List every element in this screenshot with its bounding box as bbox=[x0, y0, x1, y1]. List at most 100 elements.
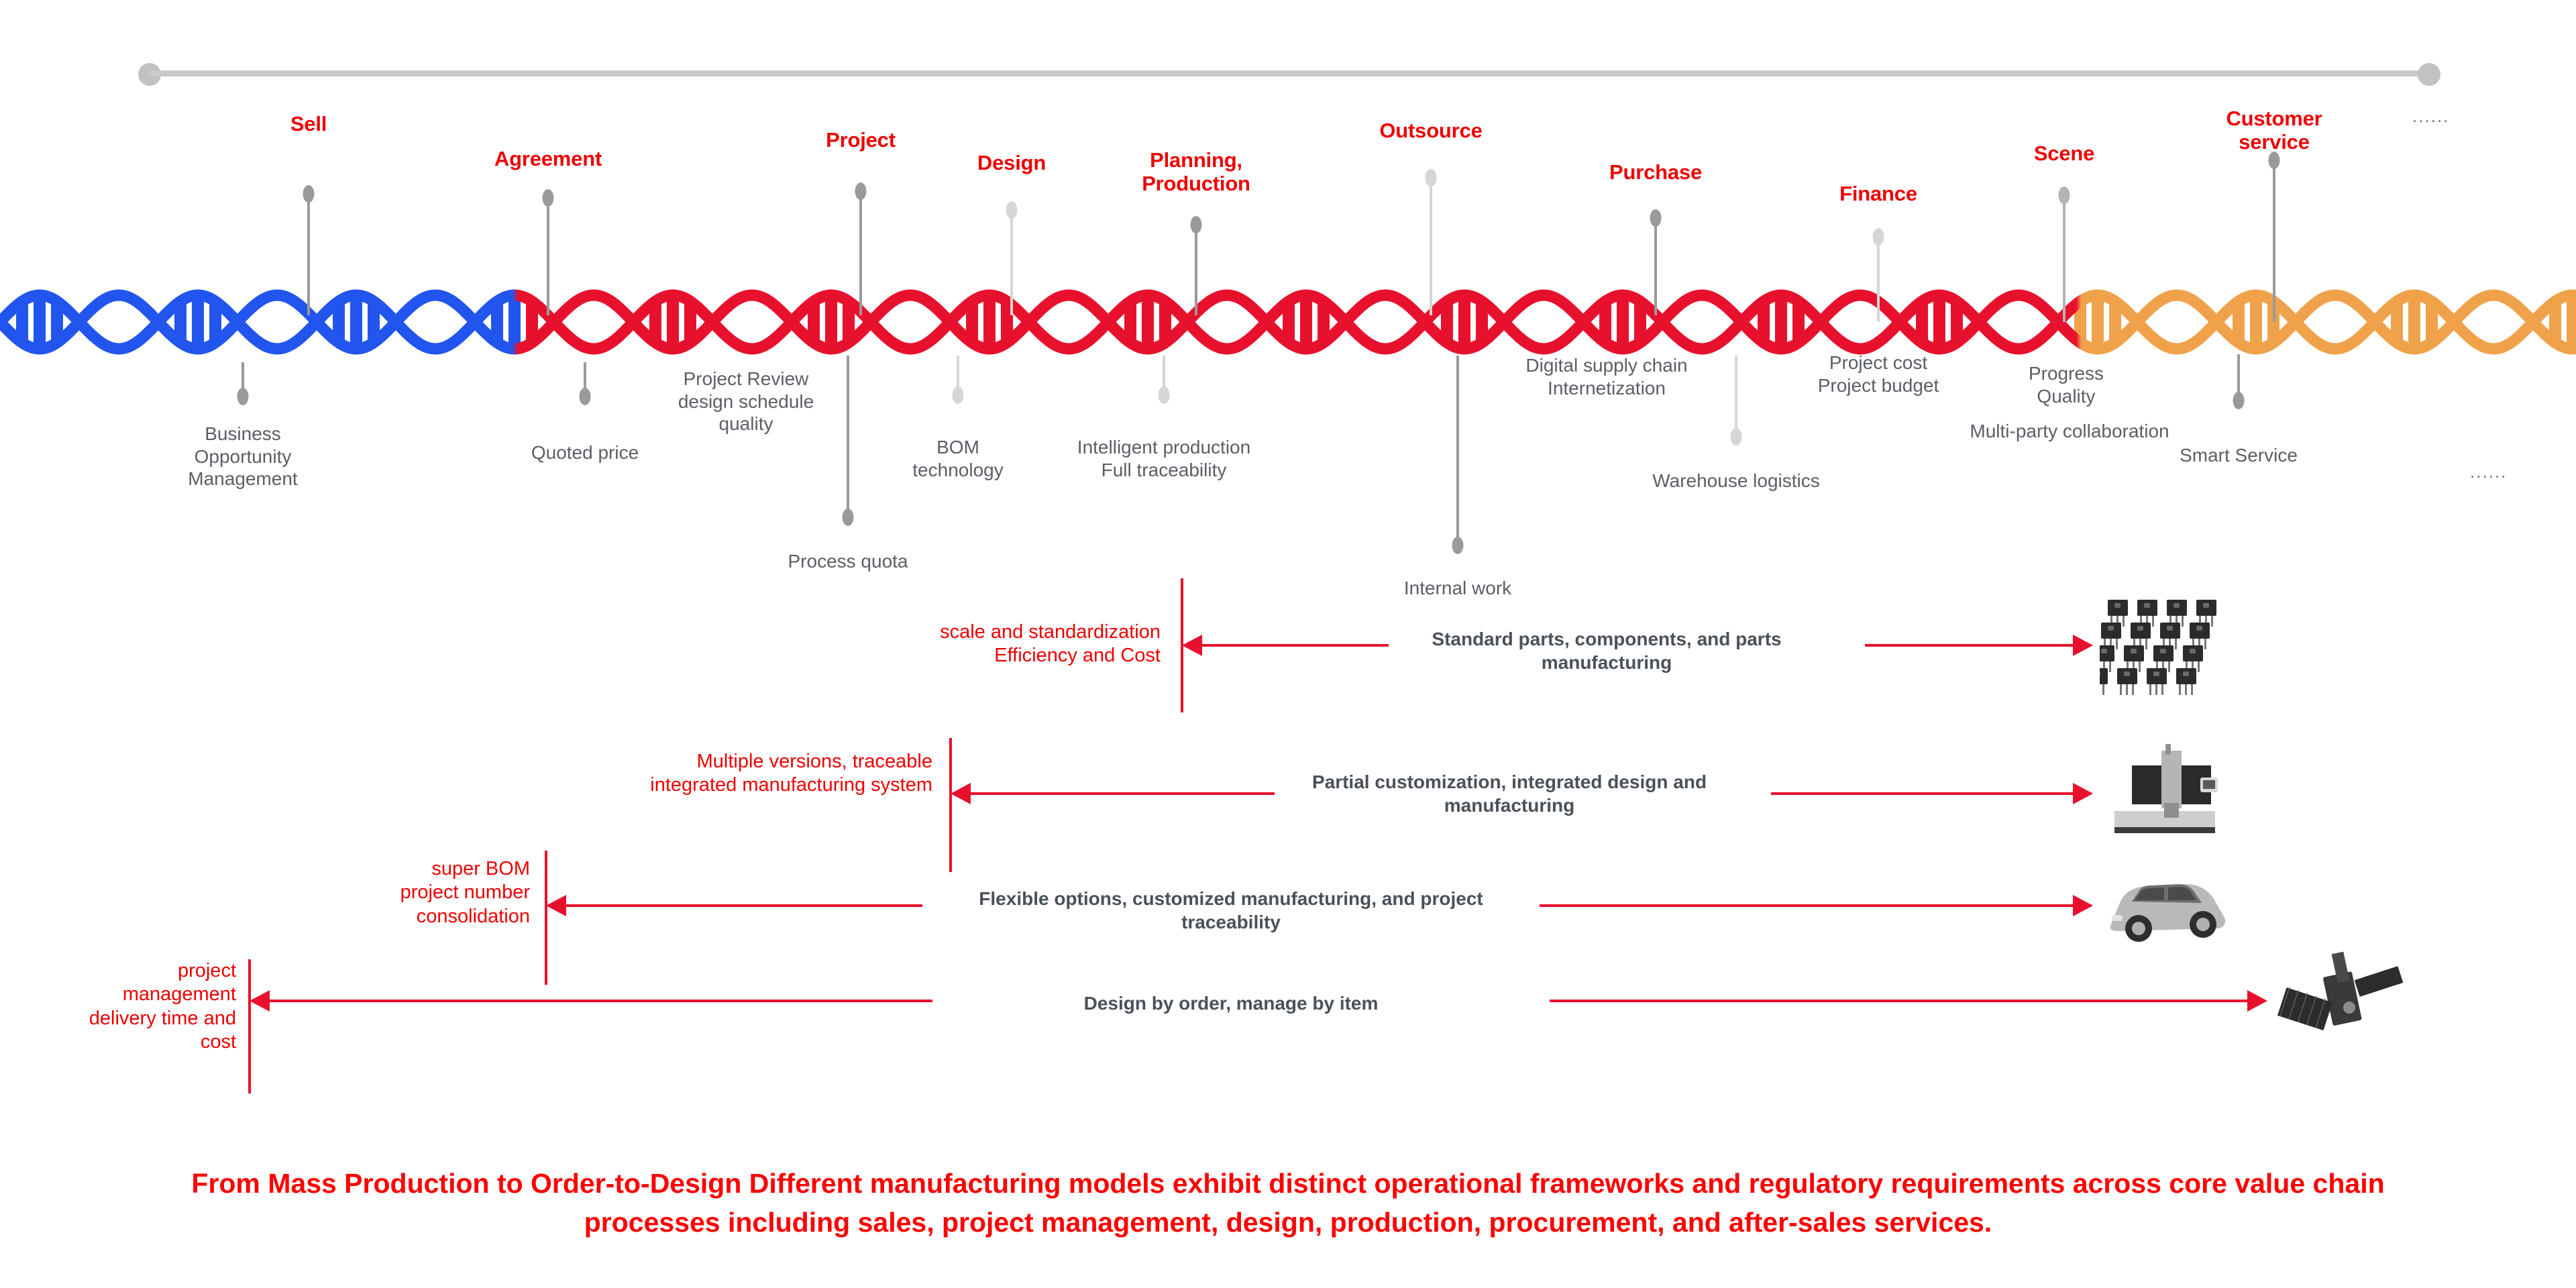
detail-pin-business bbox=[236, 362, 250, 405]
pin-head-icon bbox=[237, 388, 249, 405]
detail-label-digital-supply-chain[interactable]: Digital supply chain Internetization bbox=[1525, 355, 1688, 398]
row-1-center-label[interactable]: Standard parts, components, and parts ma… bbox=[1432, 629, 1782, 673]
detail-label-smart-service[interactable]: Smart Service bbox=[2180, 445, 2298, 466]
rail-line bbox=[149, 70, 2430, 76]
pin-head-icon bbox=[2058, 186, 2070, 204]
detail-label-progress[interactable]: Progress Quality bbox=[2028, 363, 2104, 407]
pin-head-icon bbox=[952, 386, 964, 404]
detail-label-multi-party-collaboration[interactable]: Multi-party collaboration bbox=[1970, 421, 2169, 441]
row-3-left-arrowhead-icon bbox=[546, 895, 566, 916]
pin-head-icon bbox=[1158, 386, 1170, 404]
row-2-left-label[interactable]: Multiple versions, traceable integrated … bbox=[650, 751, 932, 796]
row-1-left-arrow-line bbox=[1201, 644, 1389, 647]
phase-label-agreement[interactable]: Agreement bbox=[494, 147, 602, 170]
pin-head-icon bbox=[2268, 152, 2280, 169]
phase-label-project[interactable]: Project bbox=[826, 128, 896, 152]
pin-stem bbox=[1456, 356, 1459, 539]
detail-label-internal-work[interactable]: Internal work bbox=[1403, 578, 1512, 598]
row-3-center-label[interactable]: Flexible options, customized manufacturi… bbox=[979, 888, 1483, 932]
detail-pin-internal-work bbox=[1451, 356, 1464, 554]
row-3-right-arrowhead-icon bbox=[2073, 895, 2093, 916]
phase-pin-customer-service bbox=[2267, 152, 2281, 322]
row-4-left-label[interactable]: project management delivery time and cos… bbox=[89, 960, 236, 1053]
pin-head-icon bbox=[2233, 392, 2245, 409]
pin-stem bbox=[2237, 354, 2240, 394]
row-2-right-arrow-line bbox=[1771, 792, 2074, 795]
phase-label-customer-service[interactable]: Customer service bbox=[2226, 107, 2322, 154]
row-2-axis-bar bbox=[949, 738, 952, 872]
pin-head-icon bbox=[1730, 428, 1742, 445]
pin-stem bbox=[1877, 240, 1880, 322]
row-1-left-arrowhead-icon bbox=[1182, 635, 1202, 656]
top-rail-ellipsis: ...... bbox=[2412, 106, 2450, 126]
pin-stem bbox=[2273, 164, 2275, 322]
row-3-product-car-image bbox=[2100, 851, 2234, 961]
phase-label-scene[interactable]: Scene bbox=[2033, 142, 2095, 165]
phase-pin-sell bbox=[302, 185, 315, 315]
row-4-right-arrowhead-icon bbox=[2247, 990, 2267, 1012]
detail-pin-process-quota bbox=[841, 356, 855, 526]
row-3-axis-bar bbox=[545, 851, 547, 985]
detail-pin-warehouse-logistics bbox=[1729, 356, 1743, 445]
pin-head-icon bbox=[542, 189, 554, 207]
phase-pin-planning-production bbox=[1189, 216, 1203, 315]
row-4-center-label[interactable]: Design by order, manage by item bbox=[1083, 993, 1379, 1014]
pin-stem bbox=[2063, 199, 2065, 322]
pin-head-icon bbox=[303, 185, 315, 203]
detail-pin-quoted-price bbox=[578, 362, 592, 405]
phase-label-outsource[interactable]: Outsource bbox=[1379, 119, 1483, 142]
detail-label-intelligent-production[interactable]: Intelligent production Full traceability bbox=[1077, 437, 1251, 480]
row-3-left-arrow-line bbox=[565, 904, 922, 907]
pin-head-icon bbox=[1006, 201, 1018, 219]
pin-head-icon bbox=[1872, 228, 1884, 246]
row-2-product-cnc-machine-image bbox=[2100, 739, 2234, 849]
phase-pin-outsource bbox=[1424, 169, 1438, 315]
pin-head-icon bbox=[1650, 209, 1662, 227]
pin-head-icon bbox=[1425, 169, 1437, 186]
phase-pin-design bbox=[1005, 201, 1018, 315]
pin-stem bbox=[847, 356, 849, 511]
row-1-left-label[interactable]: scale and standardization Efficiency and… bbox=[940, 621, 1161, 667]
row-2-center-label[interactable]: Partial customization, integrated design… bbox=[1311, 771, 1707, 816]
pin-head-icon bbox=[579, 388, 591, 405]
pin-stem bbox=[584, 362, 586, 390]
detail-label-project-cost[interactable]: Project cost Project budget bbox=[1817, 352, 1939, 396]
dna-helix bbox=[0, 289, 2576, 355]
row-1-right-arrowhead-icon bbox=[2073, 635, 2093, 656]
pin-stem bbox=[1735, 356, 1737, 431]
detail-label-quoted-price[interactable]: Quoted price bbox=[531, 442, 639, 463]
detail-label-project-review[interactable]: Project Review design schedule quality bbox=[678, 368, 814, 435]
pin-stem bbox=[957, 356, 959, 389]
detail-label-process-quota[interactable]: Process quota bbox=[788, 551, 908, 572]
pin-stem bbox=[547, 201, 549, 315]
phase-pin-finance bbox=[1872, 228, 1885, 322]
row-2-left-arrow-line bbox=[969, 792, 1275, 795]
phase-label-finance[interactable]: Finance bbox=[1839, 182, 1917, 205]
phase-pin-project bbox=[854, 182, 867, 315]
detail-label-warehouse-logistics[interactable]: Warehouse logistics bbox=[1652, 470, 1820, 491]
phase-label-sell[interactable]: Sell bbox=[290, 112, 327, 136]
row-3-left-label[interactable]: super BOM project number consolidation bbox=[400, 858, 530, 927]
detail-label-bom[interactable]: BOM technology bbox=[912, 437, 1004, 480]
pin-stem bbox=[1430, 181, 1432, 315]
caption-text: From Mass Production to Order-to-Design … bbox=[191, 1168, 2385, 1238]
phase-pin-agreement bbox=[541, 189, 555, 315]
detail-label-business[interactable]: Business Opportunity Management bbox=[188, 423, 298, 490]
pin-head-icon bbox=[855, 182, 867, 200]
row-4-left-arrow-line bbox=[268, 1000, 932, 1002]
pin-stem bbox=[1195, 228, 1197, 315]
pin-stem bbox=[1010, 213, 1013, 315]
pin-stem bbox=[241, 362, 244, 390]
row-2-left-arrowhead-icon bbox=[951, 783, 971, 804]
phase-label-design[interactable]: Design bbox=[977, 151, 1046, 174]
row-1-product-electronic-components-image bbox=[2088, 590, 2234, 701]
pin-head-icon bbox=[842, 508, 854, 526]
phase-label-planning-production[interactable]: Planning, Production bbox=[1142, 148, 1250, 195]
pin-stem bbox=[859, 195, 862, 315]
rail-end-dot bbox=[2418, 63, 2440, 86]
phase-label-purchase[interactable]: Purchase bbox=[1609, 160, 1702, 184]
row-4-product-satellite-image bbox=[2274, 946, 2408, 1057]
row-1-right-arrow-line bbox=[1865, 644, 2074, 647]
pin-head-icon bbox=[1190, 216, 1202, 233]
